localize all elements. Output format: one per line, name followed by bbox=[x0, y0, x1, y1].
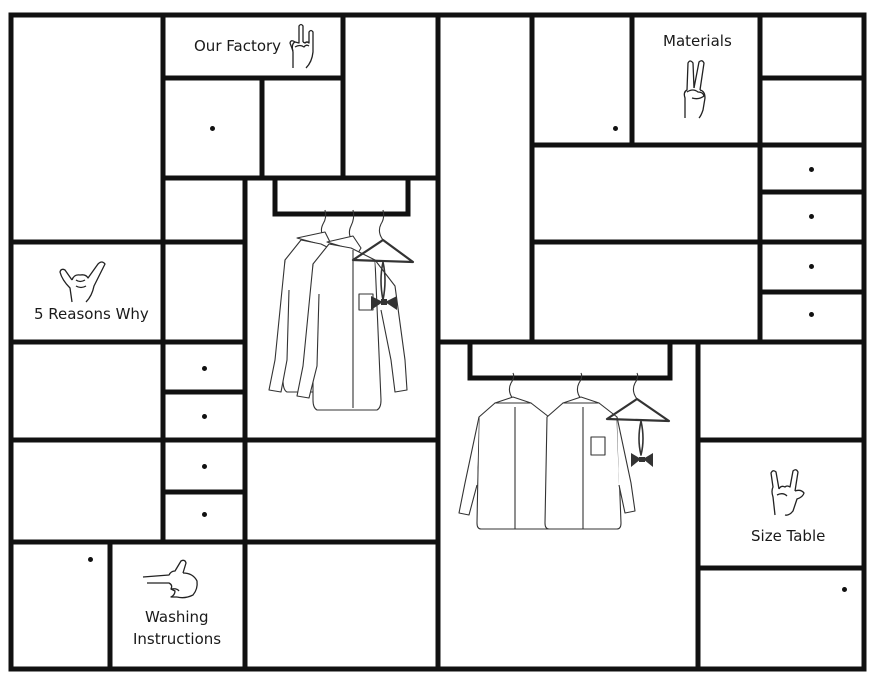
knob[interactable] bbox=[88, 557, 93, 562]
materials-link[interactable]: Materials bbox=[635, 18, 757, 143]
knob[interactable] bbox=[202, 464, 207, 469]
knob[interactable] bbox=[202, 512, 207, 517]
bow-tie-icon bbox=[371, 296, 397, 310]
washing-instructions-link[interactable]: Washing Instructions bbox=[113, 545, 243, 667]
knob[interactable] bbox=[809, 214, 814, 219]
washing-label-line1: Washing bbox=[145, 608, 209, 626]
rock-hand-icon bbox=[289, 23, 314, 69]
knob[interactable] bbox=[809, 312, 814, 317]
shaka-hand-icon bbox=[59, 261, 106, 303]
pointing-hand-icon bbox=[142, 559, 198, 599]
five-reasons-link[interactable]: 5 Reasons Why bbox=[14, 245, 161, 340]
five-reasons-label: 5 Reasons Why bbox=[34, 305, 149, 323]
washing-label-line2: Instructions bbox=[133, 630, 222, 648]
size-table-link[interactable]: Size Table bbox=[701, 443, 862, 566]
materials-label: Materials bbox=[663, 32, 732, 50]
knob[interactable] bbox=[202, 414, 207, 419]
bow-tie-icon bbox=[631, 453, 653, 467]
rock-hand-icon bbox=[770, 469, 805, 516]
size-table-label: Size Table bbox=[751, 527, 826, 545]
knob[interactable] bbox=[613, 126, 618, 131]
knob[interactable] bbox=[809, 167, 814, 172]
our-factory-link[interactable]: Our Factory bbox=[166, 18, 341, 76]
knob[interactable] bbox=[202, 366, 207, 371]
knob[interactable] bbox=[210, 126, 215, 131]
peace-hand-icon bbox=[683, 60, 706, 119]
shirts-on-rack-icon[interactable] bbox=[455, 372, 675, 533]
shirts-on-rack-icon[interactable] bbox=[265, 209, 417, 415]
knob[interactable] bbox=[809, 264, 814, 269]
knob[interactable] bbox=[842, 587, 847, 592]
our-factory-label: Our Factory bbox=[194, 37, 282, 55]
